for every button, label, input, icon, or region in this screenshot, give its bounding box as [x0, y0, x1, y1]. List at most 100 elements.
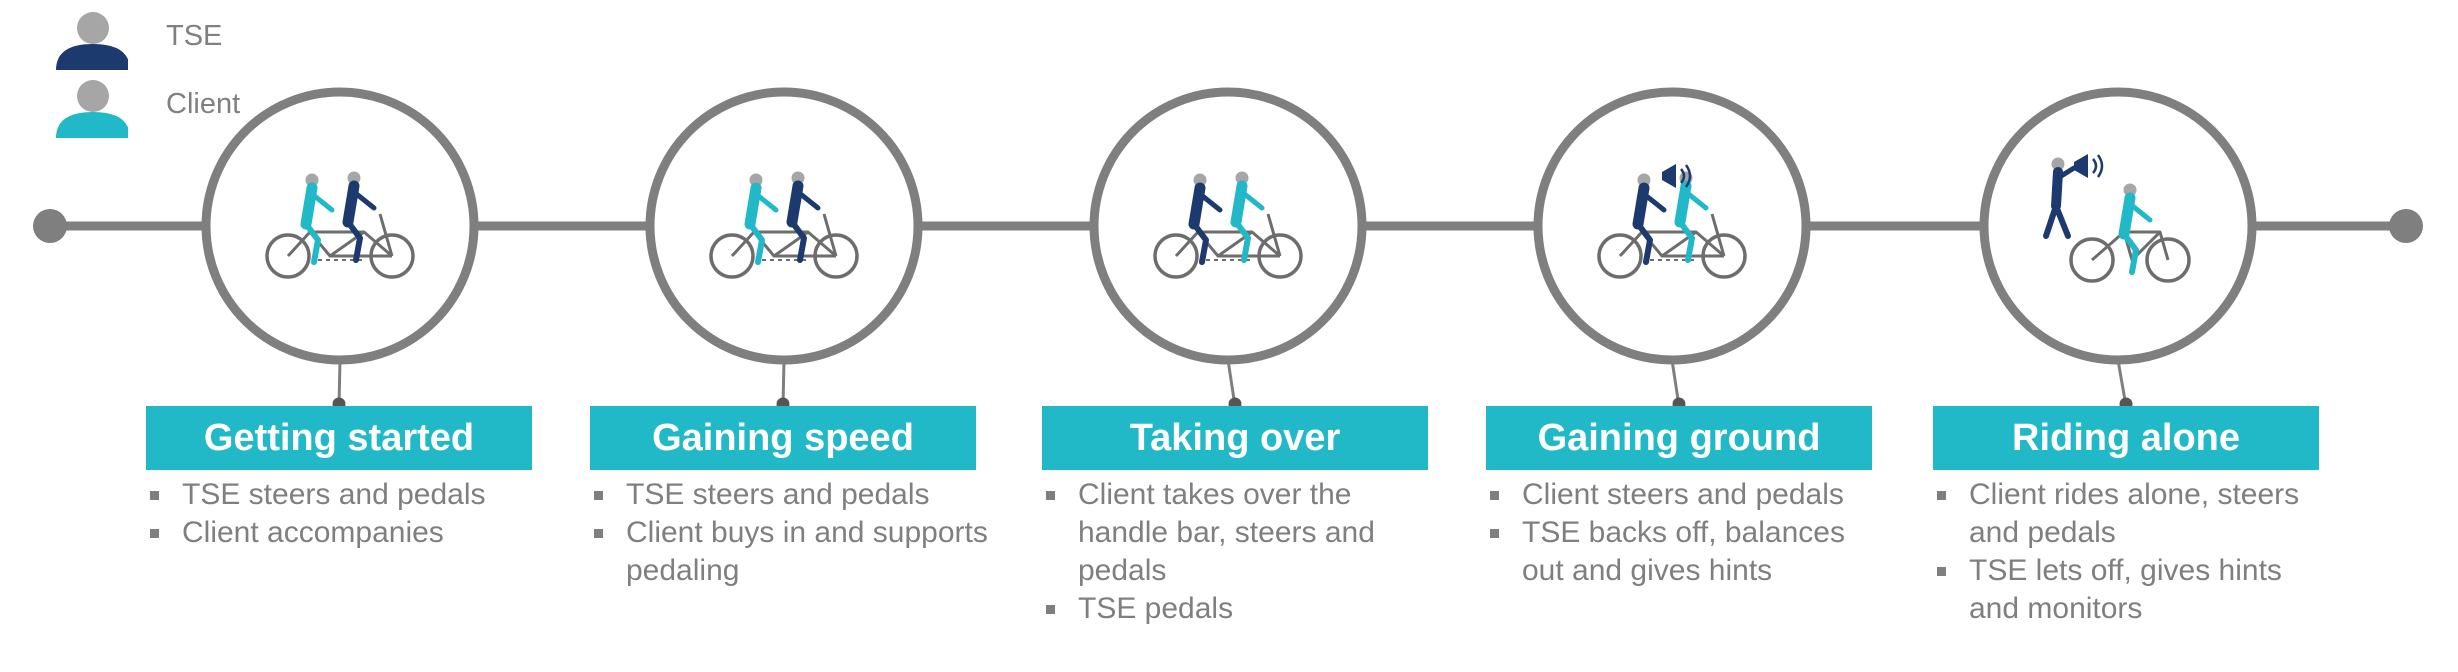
- wheel: [709, 233, 755, 279]
- bullet-item: TSE steers and pedals: [146, 476, 546, 514]
- legend-label-client: Client: [166, 88, 241, 120]
- bullet-square-icon: [1937, 567, 1946, 576]
- rider-head: [1193, 173, 1207, 187]
- tandem-bike-icon: [709, 171, 859, 279]
- stage-bullets-gaining-speed: TSE steers and pedals Client buys in and…: [590, 476, 990, 590]
- stage-node: [1979, 87, 2257, 411]
- megaphone-body: [2074, 154, 2088, 178]
- rider-leg: [345, 219, 363, 263]
- bullet-item: TSE pedals: [1042, 590, 1442, 628]
- rider-arm: [753, 191, 779, 213]
- bullet-item: TSE lets off, gives hints and monitors: [1933, 552, 2333, 628]
- bullet-item: Client accompanies: [146, 514, 546, 552]
- timeline-start-dot: [33, 209, 67, 243]
- tse-arm: [2055, 165, 2077, 181]
- rider-leg: [303, 221, 321, 265]
- stage-circle: [645, 87, 923, 365]
- bike-fork: [1710, 213, 1726, 257]
- bullet-square-icon: [1937, 491, 1946, 500]
- bullet-square-icon: [1490, 491, 1499, 500]
- tandem-bike-icon: [1153, 171, 1303, 279]
- wheel: [2145, 237, 2191, 283]
- bullet-square-icon: [594, 491, 603, 500]
- bullet-item: TSE steers and pedals: [590, 476, 990, 514]
- rider-leg: [1191, 221, 1209, 265]
- rider-arm: [1239, 189, 1265, 211]
- rear-rider: [744, 173, 779, 265]
- bike-fork: [378, 213, 394, 257]
- rear-rider: [300, 173, 335, 265]
- timeline-end-dot: [2389, 209, 2423, 243]
- sound-wave: [2092, 158, 2098, 174]
- tse-head: [2051, 157, 2065, 171]
- tandem-bike-icon: [1597, 164, 1747, 279]
- stage-bullets-riding-alone: Client rides alone, steers and pedals TS…: [1933, 476, 2333, 628]
- stage-title-riding-alone: Riding alone: [1933, 406, 2319, 470]
- rider-head: [305, 173, 319, 187]
- rear-rider: [1188, 173, 1223, 265]
- rider-leg: [1635, 221, 1653, 265]
- rider-head: [347, 171, 361, 185]
- sound-wave: [1680, 168, 1686, 184]
- tse-walking-figure: [2043, 154, 2104, 239]
- rider-head: [1235, 171, 1249, 185]
- stage-bullets-getting-started: TSE steers and pedals Client accompanies: [146, 476, 546, 552]
- front-rider: [786, 171, 821, 263]
- megaphone-body: [1662, 164, 1676, 188]
- rider-arm: [1197, 191, 1223, 213]
- rider-head: [749, 173, 763, 187]
- wheel: [1597, 233, 1643, 279]
- bike-fork: [822, 213, 838, 257]
- client-rider: [2118, 183, 2153, 275]
- megaphone-icon: [1662, 164, 1692, 188]
- rider-head: [1637, 173, 1651, 187]
- bullet-item: Client takes over the handle bar, steers…: [1042, 476, 1442, 590]
- stage-title-taking-over: Taking over: [1042, 406, 1428, 470]
- client-person-icon: [56, 80, 128, 138]
- wheel: [2069, 237, 2115, 283]
- rider-arm: [1683, 189, 1709, 211]
- bullet-square-icon: [1490, 529, 1499, 538]
- rider-leg: [747, 221, 765, 265]
- tandem-bike-icon: [265, 171, 415, 279]
- front-rider: [1230, 171, 1265, 263]
- rider-leg: [2121, 231, 2139, 275]
- tse-person-icon: [56, 12, 128, 70]
- tse-legs: [2043, 203, 2071, 239]
- stage-node: [645, 87, 923, 411]
- sound-wave: [1684, 164, 1692, 188]
- rider-leg: [1233, 219, 1251, 263]
- bullet-square-icon: [150, 529, 159, 538]
- stage-node: [1089, 87, 1367, 411]
- rider-arm: [2127, 201, 2153, 223]
- rider-arm: [1641, 191, 1667, 213]
- bike-fork: [1266, 213, 1282, 257]
- rear-rider: [1632, 173, 1667, 265]
- megaphone-icon: [2074, 154, 2104, 178]
- stage-circle: [1533, 87, 1811, 365]
- bullet-square-icon: [594, 529, 603, 538]
- bullet-item: Client buys in and supports pedaling: [590, 514, 990, 590]
- bullet-square-icon: [150, 491, 159, 500]
- legend: TSE Client: [48, 8, 308, 144]
- stage-bullets-taking-over: Client takes over the handle bar, steers…: [1042, 476, 1442, 628]
- bullet-square-icon: [1046, 491, 1055, 500]
- rider-arm: [309, 191, 335, 213]
- rider-head: [791, 171, 805, 185]
- bullet-item: Client steers and pedals: [1486, 476, 1886, 514]
- stage-circle: [1979, 87, 2257, 365]
- stage-title-gaining-ground: Gaining ground: [1486, 406, 1872, 470]
- stage-title-getting-started: Getting started: [146, 406, 532, 470]
- wheel: [1153, 233, 1199, 279]
- front-rider: [342, 171, 377, 263]
- rider-leg: [789, 219, 807, 263]
- stage-node: [201, 87, 479, 411]
- sound-wave: [2096, 154, 2104, 178]
- rider-arm: [351, 189, 377, 211]
- bullet-item: Client rides alone, steers and pedals: [1933, 476, 2333, 552]
- rider-head: [2123, 183, 2137, 197]
- wheel: [265, 233, 311, 279]
- legend-item-client: Client: [48, 76, 308, 144]
- stage-circle: [1089, 87, 1367, 365]
